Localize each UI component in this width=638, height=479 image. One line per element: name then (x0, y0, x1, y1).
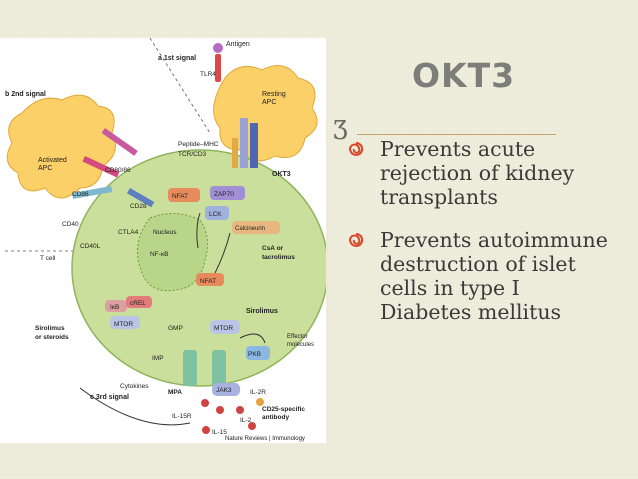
mtor-box-left (110, 316, 140, 329)
arrow (214, 232, 231, 274)
label-nucleus: Nucleus (153, 229, 177, 236)
label-cd40l: CD40L (80, 243, 101, 250)
label-il15: IL-15 (212, 429, 227, 436)
ikb-box (105, 300, 127, 312)
il-15-dot (202, 426, 210, 434)
bullet-item: Prevents acute rejection of kidney trans… (348, 137, 608, 209)
bullet-swirl-icon (349, 232, 364, 247)
label-okt3: OKT3 (272, 171, 291, 178)
label-csa-1: CsA or (262, 245, 284, 252)
label-ikb: IκB (110, 304, 119, 311)
tcr-complex (240, 118, 248, 168)
label-ctla4: CTLA4 (118, 229, 139, 236)
label-tcr-cd3: TCR/CD3 (178, 151, 207, 158)
cd80-receptor (101, 128, 138, 156)
peptide-mhc (232, 138, 238, 168)
divider-line (149, 38, 211, 134)
label-sirolimus-steroids-2: or steroids (35, 334, 69, 341)
label-cd25-1: CD25-specific (262, 406, 305, 413)
slide-title: OKT3 (412, 56, 516, 95)
label-cd40: CD40 (62, 221, 79, 228)
il-receptor-dot (216, 406, 224, 414)
label-antigen: Antigen (226, 41, 250, 48)
mtor-box-right (210, 320, 240, 334)
label-lck: LCK (209, 211, 222, 218)
figure-svg: a 1st signal Antigen TLR4 b 2nd signal R… (5, 38, 326, 442)
bullet-item: Prevents autoimmune destruction of islet… (348, 228, 608, 324)
label-csa-2: tacrolimus (262, 254, 295, 261)
label-cytokines: Cytokines (120, 383, 149, 390)
tlr4-receptor (215, 54, 221, 82)
arrow (239, 333, 266, 344)
label-effector-1: Effector (287, 334, 308, 340)
label-nfat-top: NFAT (172, 193, 188, 200)
label-imp: IMP (152, 355, 164, 362)
nucleus (137, 213, 209, 292)
label-zap70: ZAP70 (214, 191, 234, 198)
cd40-receptor (72, 186, 113, 199)
bullet-list: Prevents acute rejection of kidney trans… (348, 137, 608, 343)
figure-credit: Nature Reviews | Immunology (225, 436, 305, 442)
label-il2r: IL-2R (250, 389, 266, 396)
label-nfkb: NF-κB (150, 251, 168, 258)
label-resting-apc-2: APC (262, 99, 276, 106)
lck-box (205, 206, 229, 220)
resting-apc-cell (213, 65, 318, 162)
bullet-swirl-icon (349, 141, 364, 156)
arrow (79, 387, 191, 426)
stat5-box-1 (183, 350, 197, 386)
zap70-box (210, 186, 245, 200)
label-pkb: PKB (248, 351, 261, 358)
label-effector-2: molecules (287, 342, 314, 348)
label-mtor-right: MTOR (214, 325, 233, 332)
label-cd86: CD86 (72, 191, 89, 198)
label-sirolimus: Sirolimus (246, 308, 278, 315)
label-peptide-mhc: Peptide–MHC (178, 141, 219, 148)
arrow (196, 212, 201, 249)
activated-apc-cell (6, 94, 116, 199)
label-jak3: JAK3 (216, 387, 232, 394)
antigen-shape (213, 43, 223, 53)
cd3-complex (250, 123, 258, 168)
label-mpa: MPA (168, 389, 182, 396)
label-activated-apc-1: Activated (38, 157, 67, 164)
calcineurin-box (232, 221, 280, 234)
label-t-cell: T cell (40, 255, 56, 262)
pkb-box (246, 346, 270, 360)
label-sirolimus-steroids-1: Sirolimus (35, 325, 65, 332)
il-2-dot (248, 422, 256, 430)
label-first-signal: a 1st signal (158, 55, 196, 62)
stat5-box-2 (212, 350, 226, 386)
t-cell-activation-figure: a 1st signal Antigen TLR4 b 2nd signal R… (0, 38, 326, 443)
jak3-box (212, 383, 240, 396)
label-second-signal: b 2nd signal (5, 91, 46, 98)
label-cd25-2: antibody (262, 414, 289, 421)
label-third-signal: c 3rd signal (90, 394, 129, 401)
nfat-box-bottom (196, 273, 224, 286)
label-cd80-86: CD80/86 (105, 167, 131, 174)
label-resting-apc-1: Resting (262, 91, 286, 98)
crel-box (126, 296, 152, 308)
label-il15r: IL-15R (172, 413, 192, 420)
title-underline (357, 134, 556, 135)
label-gmp: GMP (168, 325, 183, 332)
bullet-text: Prevents autoimmune destruction of islet… (380, 228, 608, 324)
label-crel: cREL (130, 300, 146, 307)
title-flourish: Ʒ (333, 116, 348, 146)
label-activated-apc-2: APC (38, 165, 52, 172)
label-mtor-left: MTOR (114, 321, 133, 328)
il-receptor-dot (201, 399, 209, 407)
nfat-box-top (168, 188, 200, 202)
il-receptor-dot (256, 398, 264, 406)
label-tlr4: TLR4 (200, 71, 216, 78)
il-receptor-dot (236, 406, 244, 414)
label-calcineurin: Calcineurin (235, 226, 265, 232)
label-nfat-bottom: NFAT (200, 278, 216, 285)
bullet-text: Prevents acute rejection of kidney trans… (380, 137, 575, 209)
cd86-receptor (82, 156, 120, 178)
cd28-receptor (126, 188, 155, 208)
label-cd28: CD28 (130, 203, 147, 210)
label-il2: IL-2 (240, 417, 252, 424)
